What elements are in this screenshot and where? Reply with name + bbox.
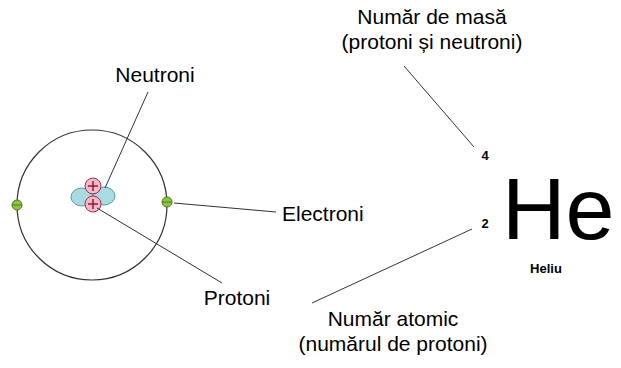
leader-line <box>105 92 148 188</box>
element-symbol: He <box>502 165 615 253</box>
mass-number-caption: Număr de masă (protoni și neutroni) <box>330 4 535 54</box>
part-label: Neutroni <box>115 62 194 87</box>
element-name: Heliu <box>530 261 562 277</box>
proton <box>85 178 101 194</box>
atomic-number-caption: Număr atomic (numărul de protoni) <box>291 306 496 356</box>
electron-orbit <box>17 130 167 280</box>
leader-line <box>312 229 472 303</box>
leader-line <box>174 203 276 212</box>
part-label: Electroni <box>282 201 364 226</box>
mass-number: 4 <box>481 148 488 164</box>
leader-line <box>97 208 222 283</box>
atomic-number: 2 <box>481 216 488 232</box>
leader-line <box>404 66 474 147</box>
proton <box>85 196 101 212</box>
part-label: Protoni <box>204 285 271 310</box>
electron <box>162 197 172 207</box>
electron <box>12 200 22 210</box>
